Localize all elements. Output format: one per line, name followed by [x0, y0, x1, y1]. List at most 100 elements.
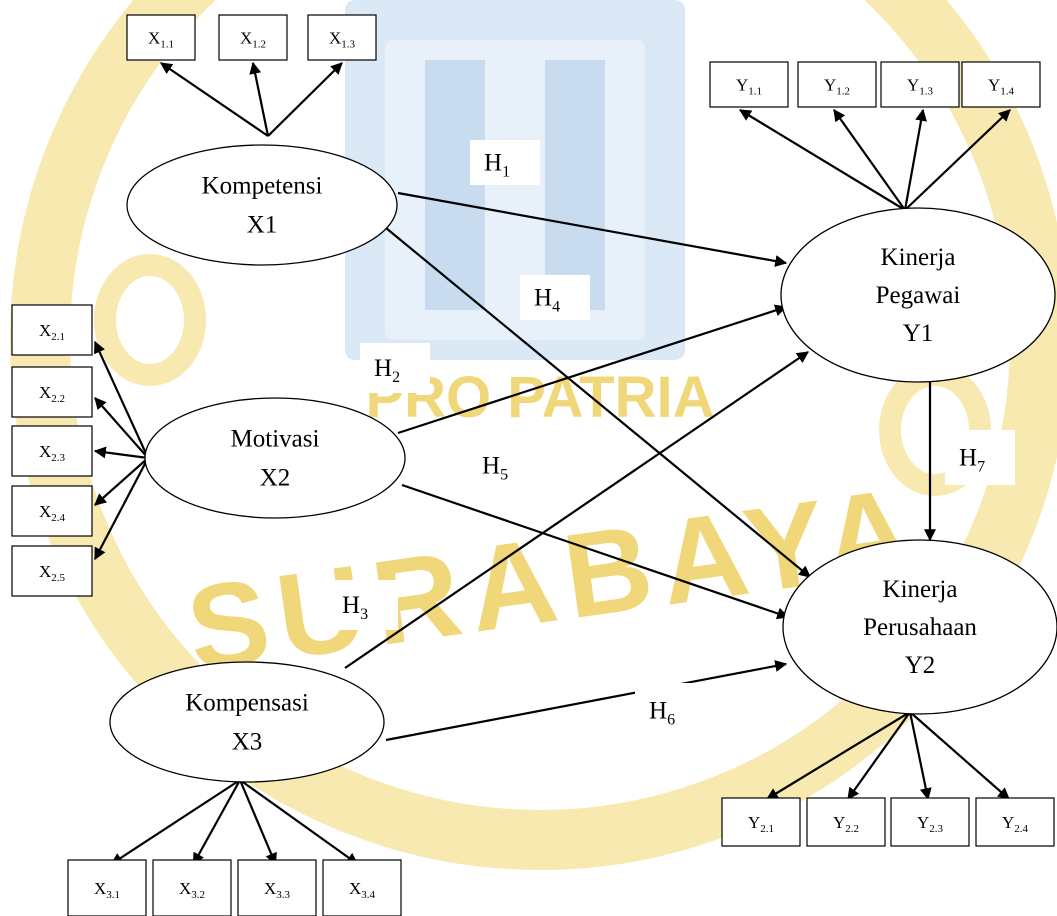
indicator-X2-4-label: X2.5: [39, 562, 66, 584]
hypothesis-H5: H5: [468, 438, 553, 493]
arrow-X2-0: [93, 340, 150, 459]
construct-X2-line-0: Motivasi: [231, 426, 320, 453]
arrow-Y1-2: [903, 108, 927, 211]
arrow-X2-4: [94, 457, 149, 561]
indicator-Y1-2-box: [880, 61, 960, 108]
indicator-Y2-3-box: [975, 797, 1055, 847]
indicator-X3-2-label: X3.3: [264, 879, 291, 901]
arrow-X3-3: [239, 779, 359, 865]
indicator-X3-0-label: X3.1: [94, 879, 120, 901]
indicator-X2-0-label: X2.1: [39, 321, 65, 343]
indicator-Y1-0-box: [709, 61, 789, 108]
arrow-Y1-1: [833, 109, 906, 211]
construct-Y2-line-1: Perusahaan: [863, 614, 977, 641]
construct-Y2-ellipse: [782, 539, 1057, 715]
indicator-X2-3-label: X2.4: [39, 502, 66, 524]
construct-Y1-line-1: Pegawai: [876, 282, 961, 309]
hypothesis-H6-bg: [635, 683, 717, 738]
indicator-Y2-2-box: [890, 797, 970, 847]
construct-Y2-line-2: Y2: [905, 652, 936, 679]
path-H6: [385, 660, 788, 742]
arrow-X1-0: [160, 62, 269, 137]
arrow-Y2-1: [847, 711, 911, 800]
indicator-X3-3-label: X3.4: [349, 879, 376, 901]
path-H5: [401, 483, 790, 620]
indicator-X1-2-label: X1.3: [329, 29, 356, 51]
path-H4: [385, 227, 811, 578]
indicator-X1-0-box: [126, 14, 196, 61]
indicator-Y2-1-label: Y2.2: [833, 813, 859, 835]
arrow-X3-2: [238, 779, 277, 866]
hypothesis-H2-bg: [360, 343, 430, 393]
indicator-Y1-3-label: Y1.4: [988, 76, 1015, 98]
arrow-Y2-3: [909, 711, 1010, 800]
indicator-Y2-0-box: [721, 797, 801, 847]
hypothesis-H6-label: H6: [649, 698, 675, 729]
watermark-shield-inner: [385, 40, 645, 340]
indicator-Y2-2-label: Y2.3: [917, 813, 944, 835]
indicator-X2-1-label: X2.2: [39, 383, 65, 405]
indicator-Y1-1-label: Y1.2: [824, 76, 850, 98]
construct-Y2-line-0: Kinerja: [883, 576, 958, 603]
construct-X3-line-0: Kompensasi: [185, 690, 309, 717]
hypothesis-H2: H2: [360, 343, 430, 393]
hypothesis-H3-label: H3: [342, 592, 368, 623]
indicator-X1-2-box: [307, 14, 377, 61]
path-H1: [397, 191, 788, 267]
hypothesis-H1-label: H1: [484, 150, 510, 181]
indicator-X1-1-box: [218, 14, 288, 61]
indicator-X2-3-box: [11, 485, 93, 537]
indicator-Y2-0-label: Y2.1: [748, 813, 774, 835]
hypothesis-H7: H7: [945, 430, 1015, 485]
arrow-X2-3: [94, 457, 149, 506]
indicator-X2-2-box: [11, 425, 93, 477]
hypothesis-H1: H1: [470, 140, 540, 185]
indicator-X3-1-label: X3.2: [179, 879, 205, 901]
path-H2: [397, 304, 788, 435]
arrow-Y1-0: [738, 109, 906, 211]
hypothesis-H4: H4: [520, 275, 590, 320]
arrow-X3-0: [110, 779, 241, 865]
indicator-Y1-2-label: Y1.3: [907, 76, 934, 98]
construct-X2-ellipse: [144, 397, 406, 519]
hypothesis-H1-bg: [470, 140, 540, 185]
indicator-X3-2-box: [237, 859, 317, 916]
hypothesis-H4-bg: [520, 275, 590, 320]
indicator-X3-1-box: [152, 859, 232, 916]
hypothesis-H5-label: H5: [482, 453, 508, 484]
hypothesis-H5-bg: [468, 438, 553, 493]
construct-X1-line-1: X1: [247, 212, 278, 239]
path-H3: [344, 351, 809, 669]
watermark-drop-left: [94, 254, 206, 386]
construct-Y1-line-0: Kinerja: [881, 244, 956, 271]
arrow-X2-1: [94, 397, 149, 459]
indicator-Y1-3-box: [961, 61, 1041, 108]
indicator-Y1-1-box: [797, 61, 877, 108]
indicator-Y2-1-box: [806, 797, 886, 847]
construct-X3-line-1: X3: [232, 729, 263, 756]
construct-Y1-line-2: Y1: [903, 320, 934, 347]
arrow-X1-1: [249, 61, 270, 137]
indicator-X2-1-box: [11, 366, 93, 418]
hypothesis-H6: H6: [635, 683, 717, 738]
construct-X2-line-1: X2: [260, 465, 291, 492]
construct-Y1-ellipse: [780, 207, 1056, 383]
indicator-Y2-3-label: Y2.4: [1002, 813, 1029, 835]
indicator-X1-1-label: X1.2: [240, 29, 266, 51]
construct-X3-ellipse: [109, 661, 385, 783]
arrow-X2-2: [93, 446, 149, 460]
indicator-Y1-0-label: Y1.1: [736, 76, 762, 98]
hypothesis-H4-label: H4: [534, 285, 560, 316]
indicator-X3-3-box: [322, 859, 402, 916]
hypothesis-H7-bg: [945, 430, 1015, 485]
